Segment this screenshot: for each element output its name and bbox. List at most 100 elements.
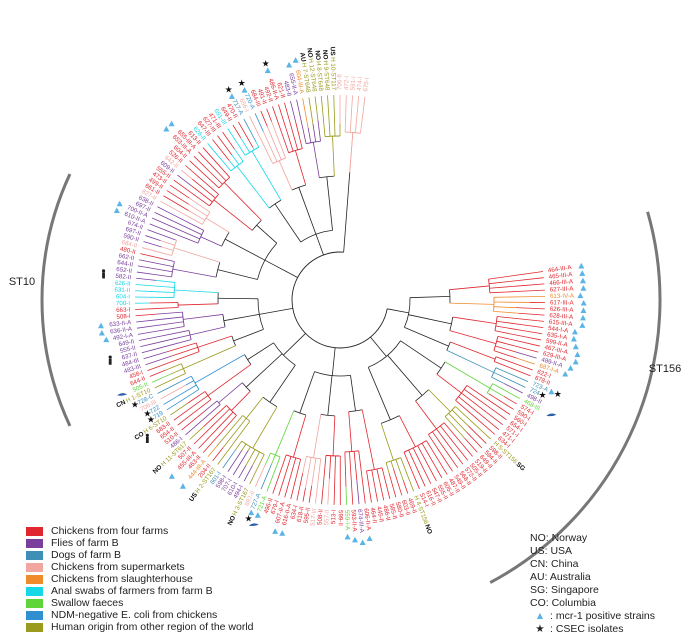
tree-branch [164, 322, 184, 325]
tree-branch [176, 373, 186, 378]
tree-branch [428, 435, 441, 454]
tree-branch [135, 291, 161, 292]
tree-branch [178, 304, 218, 305]
mcr1-triangle-icon [293, 57, 299, 63]
tree-branch [203, 432, 222, 453]
tree-branch [183, 314, 223, 319]
legend-label: Flies of farm B [51, 537, 119, 549]
tree-branch [368, 367, 390, 420]
tree-branch [195, 355, 244, 383]
leaf-label: 631-II [114, 286, 130, 294]
tree-branch [512, 340, 539, 346]
tree-branch [162, 247, 174, 250]
tree-branch [290, 101, 295, 119]
tree-branch [350, 132, 353, 172]
tree-branch [177, 385, 197, 397]
country-key-item: CN: China [530, 558, 655, 571]
tree-branch [465, 438, 478, 452]
tree-branch [189, 198, 210, 212]
tree-branch [313, 142, 319, 177]
legend-label: Swallow faeces [51, 597, 123, 609]
mcr1-triangle-icon [581, 300, 587, 306]
legend-label: NDM-negative E. coli from chickens [51, 609, 217, 621]
tree-branch [455, 406, 470, 420]
tree-branch [494, 297, 527, 298]
tree-branch [350, 118, 351, 132]
tree-branch [190, 161, 208, 178]
tree-branch [253, 452, 260, 465]
tree-branch [285, 476, 291, 497]
tree-branch [323, 117, 325, 137]
tree-branch [140, 342, 159, 346]
tree-branch [161, 385, 186, 399]
tree-branch [135, 309, 153, 310]
tree-branch [329, 113, 330, 136]
tree-branch [188, 391, 205, 403]
tree-branch [188, 211, 204, 221]
tree-branch [190, 327, 225, 335]
tree-branch [291, 475, 297, 499]
tree-branch [222, 415, 237, 431]
tree-branch [170, 185, 189, 198]
farmer-icon [109, 356, 112, 359]
tree-branch [495, 346, 515, 352]
legend-item: Chickens from supermarkets [26, 561, 254, 573]
tree-branch [148, 366, 161, 371]
csec-star-icon: ★ [245, 514, 253, 524]
mcr1-triangle-icon [580, 307, 586, 313]
tree-branch [263, 132, 277, 162]
mcr1-triangle-icon [573, 359, 579, 365]
tree-branch [422, 443, 434, 465]
tree-branch [142, 248, 163, 254]
legend-swatch [26, 599, 43, 608]
tree-branch [408, 315, 451, 324]
star-icon: ★ [530, 623, 550, 636]
tree-branch [494, 307, 516, 308]
tree-branch [527, 337, 541, 340]
tree-branch [490, 291, 524, 293]
tree-branch [223, 449, 236, 468]
tree-branch [218, 270, 258, 280]
tree-branch [158, 382, 181, 394]
tree-branch [275, 204, 301, 242]
tree-branch [189, 204, 208, 216]
tree-branch [208, 446, 217, 457]
tree-branch [315, 484, 317, 504]
tree-branch [328, 376, 332, 416]
country-tag: AU [298, 52, 306, 63]
tree-branch [324, 455, 326, 481]
country-name: USA [550, 545, 572, 557]
mcr1-triangle-icon [117, 201, 123, 207]
star-key-item: ★: CSEC isolates [530, 623, 655, 636]
tree-branch [516, 308, 545, 309]
tree-branch [248, 343, 274, 360]
tree-branch [367, 473, 372, 503]
tree-branch [447, 443, 463, 465]
tree-branch [138, 266, 152, 268]
country-key-item: CO: Columbia [530, 597, 655, 610]
tree-branch [349, 412, 352, 452]
tree-branch [175, 234, 198, 243]
tree-branch [363, 97, 365, 114]
tree-branch [313, 124, 316, 142]
tree-branch [423, 455, 437, 481]
tree-branch [488, 400, 510, 415]
farmer-body [146, 437, 149, 443]
tree-branch [253, 407, 277, 448]
legend-swatch [26, 575, 43, 584]
tree-branch [136, 319, 160, 322]
tree-branch [513, 271, 543, 275]
tree-branch [412, 471, 420, 489]
tree-branch [489, 276, 514, 279]
mcr1-triangle-icon [272, 528, 278, 534]
tree-branch [496, 368, 503, 371]
tree-branch [259, 454, 264, 465]
tree-branch [218, 298, 258, 299]
tree-branch [246, 397, 263, 418]
tree-branch [227, 166, 231, 171]
tree-branch [261, 111, 268, 127]
tree-branch [351, 95, 352, 118]
tree-branch [462, 444, 472, 456]
tree-branch [386, 463, 389, 474]
tree-branch [140, 254, 164, 260]
